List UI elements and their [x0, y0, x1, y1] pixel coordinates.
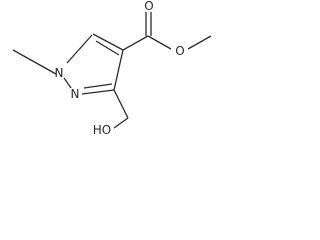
n-methyl-bond: [12, 49, 57, 75]
ring-bond-c5-c4: [92, 33, 124, 51]
chemical-structure: N N O O HO: [12, 0, 212, 137]
ester-oxygen-label: O: [175, 44, 184, 58]
ring-bond-c4-c3: [113, 49, 124, 91]
c4-carbonyl-bond: [122, 35, 149, 51]
ring-bond-c3-n2: [81, 89, 115, 95]
ch2-oh-bond: [113, 117, 129, 129]
ester-o-methyl-bond: [187, 35, 212, 50]
ring-bond-n1-c5: [66, 34, 93, 64]
carbonyl-oxygen-label: O: [144, 0, 153, 13]
n1-atom-label: N: [55, 66, 64, 80]
ring-bond-n2-n1: [63, 77, 72, 89]
n2-atom-label: N: [71, 87, 80, 101]
hydroxyl-label: HO: [93, 123, 111, 137]
c3-ch2-bond: [113, 89, 129, 119]
carbonyl-ester-o-bond: [147, 35, 172, 50]
ring-bond-c5-c4-inner: [95, 40, 120, 56]
ring-bond-c3-n2-inner: [83, 83, 113, 89]
